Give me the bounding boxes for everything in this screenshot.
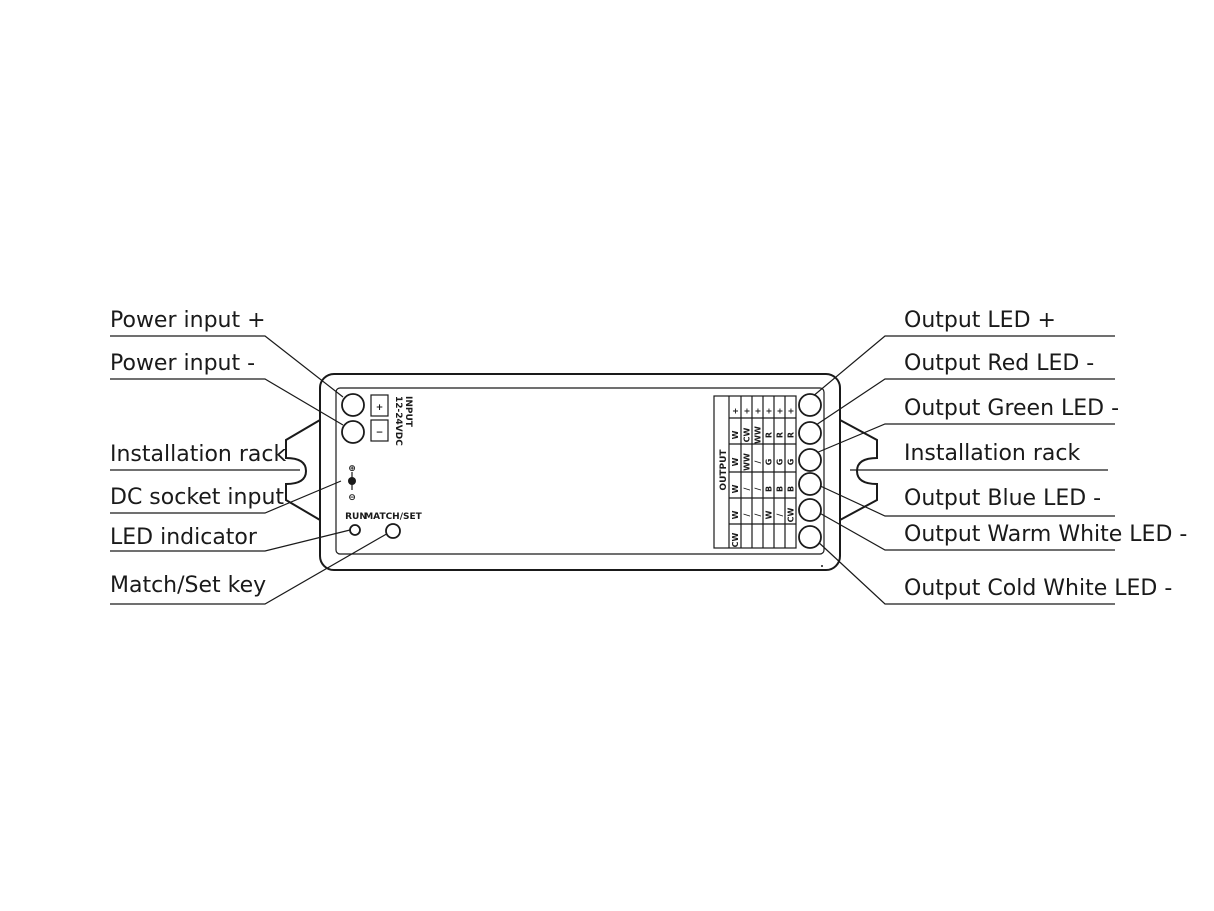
input-minus-symbol: − [376,428,384,438]
output-table-cell: R [787,432,796,438]
output-table: OUTPUT +WWWWCW+CWWW//+WW///+RGBW+RGB/+RG… [713,395,797,549]
power-input-minus-terminal[interactable] [341,420,365,444]
label-output-cold-white: Output Cold White LED - [904,576,1172,601]
output-table-cell: + [731,408,740,415]
input-voltage: 12-24VDC [393,396,403,446]
output-table-cell: G [765,459,774,466]
output-table-cell: W [731,484,740,493]
output-table-cell: G [787,459,796,466]
output-table-cell: / [754,487,763,490]
power-input-plus-terminal[interactable] [341,393,365,417]
housing-dot [821,565,823,567]
input-plus-symbol: + [376,403,384,413]
label-output-led-plus: Output LED + [904,308,1056,333]
output-table-cell: / [743,513,752,516]
output-table-cell: + [776,408,785,415]
label-power-input-minus: Power input - [110,351,255,376]
dc-minus-icon: ⊖ [348,493,356,503]
output-table-cell: W [731,430,740,439]
output-table-cell: + [754,408,763,415]
output-table-cell: WW [754,426,763,444]
output-table-cell: B [776,486,785,492]
output-warm-white-terminal[interactable] [798,498,822,522]
label-installation-rack-left: Installation rack [110,442,286,467]
output-table-cell: + [787,408,796,415]
output-table-cell: + [765,408,774,415]
output-green-terminal[interactable] [798,448,822,472]
label-output-green: Output Green LED - [904,396,1119,421]
output-table-cell: / [776,513,785,516]
left-labels: Power input + Power input - Installation… [110,308,286,598]
output-table-cell: CW [787,507,796,522]
output-led-plus-terminal[interactable] [798,393,822,417]
controller-housing [319,373,841,571]
input-polarity-box: + − [370,394,389,442]
output-table-cell: G [776,459,785,466]
mounting-bracket-right [839,419,878,521]
output-blue-terminal[interactable] [798,472,822,496]
right-labels: Output LED + Output Red LED - Output Gre… [904,308,1187,601]
dc-plus-icon: ⊕ [348,464,356,474]
output-table-cell: / [743,487,752,490]
mounting-bracket-left [285,419,321,521]
run-led-indicator [349,524,361,536]
output-cold-white-terminal[interactable] [798,525,822,549]
output-table-cell: B [787,486,796,492]
output-table-cell: W [731,510,740,519]
label-installation-rack-right: Installation rack [904,441,1080,466]
input-rating-text: INPUT 12-24VDC [393,396,413,446]
left-leader-lines [110,335,391,605]
output-table-cell: / [754,460,763,463]
output-red-terminal[interactable] [798,421,822,445]
label-output-red: Output Red LED - [904,351,1094,376]
label-dc-socket-input: DC socket input [110,485,284,510]
output-table-cell: W [765,510,774,519]
dc-socket[interactable]: ⊕ ⊖ [348,464,356,503]
output-title: OUTPUT [719,449,729,491]
label-output-blue: Output Blue LED - [904,486,1101,511]
output-table-cell: + [743,408,752,415]
output-table-cell: R [776,432,785,438]
label-power-input-plus: Power input + [110,308,266,333]
label-output-warm-white: Output Warm White LED - [904,522,1187,547]
output-terminals [798,393,822,549]
match-set-label: MATCH/SET [364,512,422,522]
output-table-cell: CW [731,532,740,547]
run-label: RUN [345,512,367,522]
output-table-cell: W [731,457,740,466]
output-table-cell: / [754,513,763,516]
controller-inner-panel [335,387,825,555]
output-table-cell: CW [743,427,752,442]
label-match-set-key: Match/Set key [110,573,266,598]
dc-socket-icon [348,477,356,485]
match-set-button[interactable] [385,523,401,539]
output-table-cell: B [765,486,774,492]
output-table-cell: WW [743,453,752,471]
label-led-indicator: LED indicator [110,525,258,550]
output-table-cell: R [765,432,774,438]
input-title: INPUT [403,396,413,428]
